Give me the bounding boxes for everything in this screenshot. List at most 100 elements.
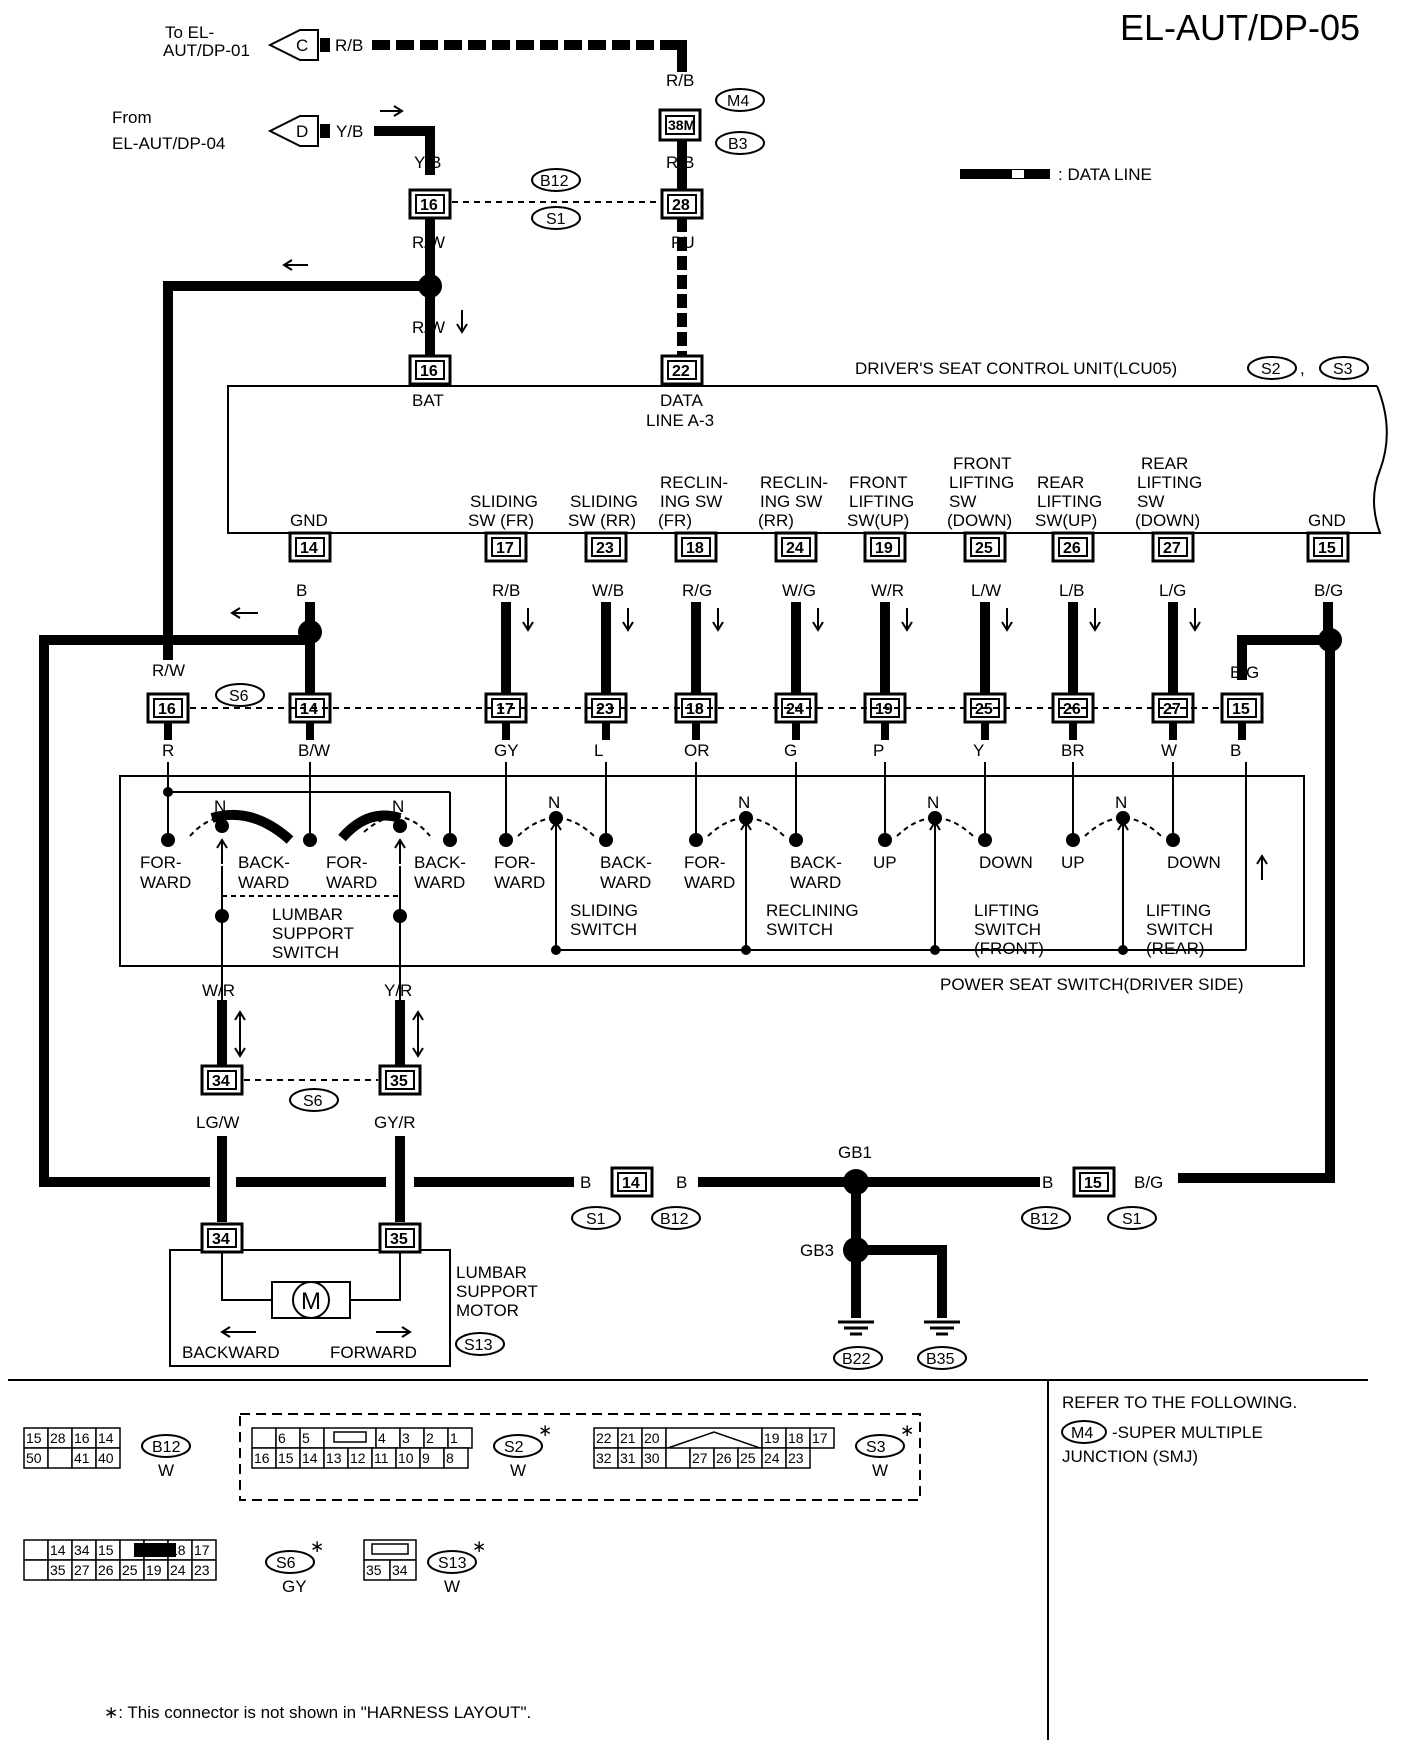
bubble-b35: B35 — [917, 1346, 967, 1370]
bubble-m4-refer: M4 — [1061, 1420, 1107, 1444]
bubble-b12-gnd-right: B12 — [1021, 1206, 1071, 1230]
lcu-label-1: FRONT — [849, 473, 908, 492]
lumbar-n-2: N — [392, 797, 404, 816]
control-unit-name: DRIVER'S SEAT CONTROL UNIT(LCU05) — [855, 359, 1177, 378]
lumbar-backward-1: BACK- — [238, 853, 290, 872]
s3-bot-cell: 30 — [644, 1450, 660, 1466]
bubble-s13-motor: S13 — [455, 1332, 505, 1356]
s3-top-cell: 20 — [644, 1430, 660, 1446]
wire-b-2: B — [676, 1173, 687, 1192]
s2-bot-cell: 12 — [350, 1450, 366, 1466]
svg-text:S2: S2 — [1261, 361, 1281, 378]
wire-yb: Y/B — [414, 153, 441, 172]
signal-arrow-icon — [522, 608, 534, 632]
svg-text:16: 16 — [158, 701, 176, 718]
from-ref-line1: From — [112, 108, 152, 127]
harness-wire-color: P — [873, 741, 884, 760]
lcu-pin-26-number: 26 — [1063, 540, 1081, 557]
lcu-wire-color: R/B — [492, 581, 520, 600]
s6-top-cell: 15 — [98, 1542, 114, 1558]
lcu-label-3: (FR) — [658, 511, 692, 530]
s2-top-cell: 3 — [402, 1430, 410, 1446]
ground-symbol-b22 — [838, 1320, 874, 1336]
bubble-b12-face-color: W — [158, 1461, 174, 1480]
s6-bot-cell: 26 — [98, 1562, 114, 1578]
reclining-dir-1: FOR- — [684, 853, 726, 872]
s3-bot-cell: 32 — [596, 1450, 612, 1466]
svg-text:35: 35 — [390, 1073, 408, 1090]
s6-bot-cell: 23 — [194, 1562, 210, 1578]
svg-text:,: , — [1300, 359, 1305, 378]
harness-wire-color: G — [784, 741, 797, 760]
bubble-s13-face-color: W — [444, 1577, 460, 1596]
arrow-up-icon — [550, 820, 562, 846]
bubble-b3: B3 — [715, 131, 765, 155]
arrow-up-icon — [216, 838, 228, 864]
s2-bot-cell: 10 — [398, 1450, 414, 1466]
bubble-s6-top: S6 — [215, 683, 265, 707]
lcu-label-0: REAR — [1141, 454, 1188, 473]
s3-bot-cell: 31 — [620, 1450, 636, 1466]
gb1-label: GB1 — [838, 1143, 872, 1162]
pin-22-data: 22 — [660, 354, 704, 386]
ground-symbol-b35 — [924, 1320, 960, 1336]
wire-b-4: B — [850, 1293, 861, 1312]
svg-text:∗: ∗ — [472, 1537, 486, 1556]
lcu-wire-color: B — [296, 581, 307, 600]
lcu-pin-23-number: 23 — [596, 540, 614, 557]
s3-bot-cell: 24 — [764, 1450, 780, 1466]
pin-34-motor: 34 — [200, 1222, 244, 1254]
s2-top-cell: 4 — [378, 1430, 386, 1446]
harness-pin-27-number: 27 — [1163, 701, 1181, 718]
wire-b-ground-loop — [39, 635, 310, 1187]
from-reference: From EL-AUT/DP-04 D Y/B — [112, 105, 435, 175]
motor-name-1: LUMBAR — [456, 1263, 527, 1282]
bubble-b12-top: B12 — [531, 168, 581, 192]
wire-lgw-label: LG/W — [196, 1113, 239, 1132]
s3-top-cell: 18 — [788, 1430, 804, 1446]
lcu-label-2: SLIDING — [470, 492, 538, 511]
lcu-label-3: GND — [1308, 511, 1346, 530]
wire-bg-gnd: B/G — [1134, 1173, 1163, 1192]
bubble-m4: M4 — [715, 88, 765, 112]
s3-bot-cell: 23 — [788, 1450, 804, 1466]
from-ref-wire: Y/B — [336, 122, 363, 141]
lifting-front-dir-3: DOWN — [979, 853, 1033, 872]
lcu-wire-color: W/R — [871, 581, 904, 600]
bubble-b22: B22 — [833, 1346, 883, 1370]
lcu-label-3: SW(UP) — [847, 511, 909, 530]
bubble-s6-mid: S6 — [289, 1088, 339, 1112]
arrow-up-icon — [929, 820, 941, 846]
pin-35-motor: 35 — [378, 1222, 422, 1254]
svg-text:B12: B12 — [1030, 1211, 1059, 1228]
harness-pin-19-number: 19 — [875, 701, 893, 718]
pin-35-mid: 35 — [378, 1064, 422, 1096]
junction-38m: 38M — [658, 108, 702, 142]
b12-bot-cell: 41 — [74, 1450, 90, 1466]
svg-text:S6: S6 — [303, 1093, 323, 1110]
lifting-rear-switch-label-1: LIFTING — [1146, 901, 1211, 920]
lcu-pin-23: 23 — [584, 531, 628, 563]
lcu-label-3: GND — [290, 511, 328, 530]
lcu-wire-color: L/B — [1059, 581, 1085, 600]
bubble-s2-face: S2∗W — [493, 1421, 552, 1480]
svg-text:B35: B35 — [926, 1351, 955, 1368]
s2-bot-cell: 8 — [446, 1450, 454, 1466]
from-ref-tag-shape — [267, 115, 319, 147]
svg-text:S6: S6 — [229, 688, 249, 705]
harness-wire-color: Y — [973, 741, 984, 760]
arrow-up-icon — [394, 838, 406, 864]
lcu-label-0: FRONT — [953, 454, 1012, 473]
reclining-dir-3: BACK- — [790, 853, 842, 872]
svg-text:∗: ∗ — [900, 1421, 914, 1440]
s2-bot-cell: 15 — [278, 1450, 294, 1466]
lcu-label-3: SW(UP) — [1035, 511, 1097, 530]
bubble-s2-face-color: W — [510, 1461, 526, 1480]
harness-pin-18-number: 18 — [686, 701, 704, 718]
lcu-label-2: LIFTING — [849, 492, 914, 511]
sliding-dir-4: WARD — [600, 873, 651, 892]
wire-b-5: B — [936, 1293, 947, 1312]
s2-bot-cell: 9 — [422, 1450, 430, 1466]
